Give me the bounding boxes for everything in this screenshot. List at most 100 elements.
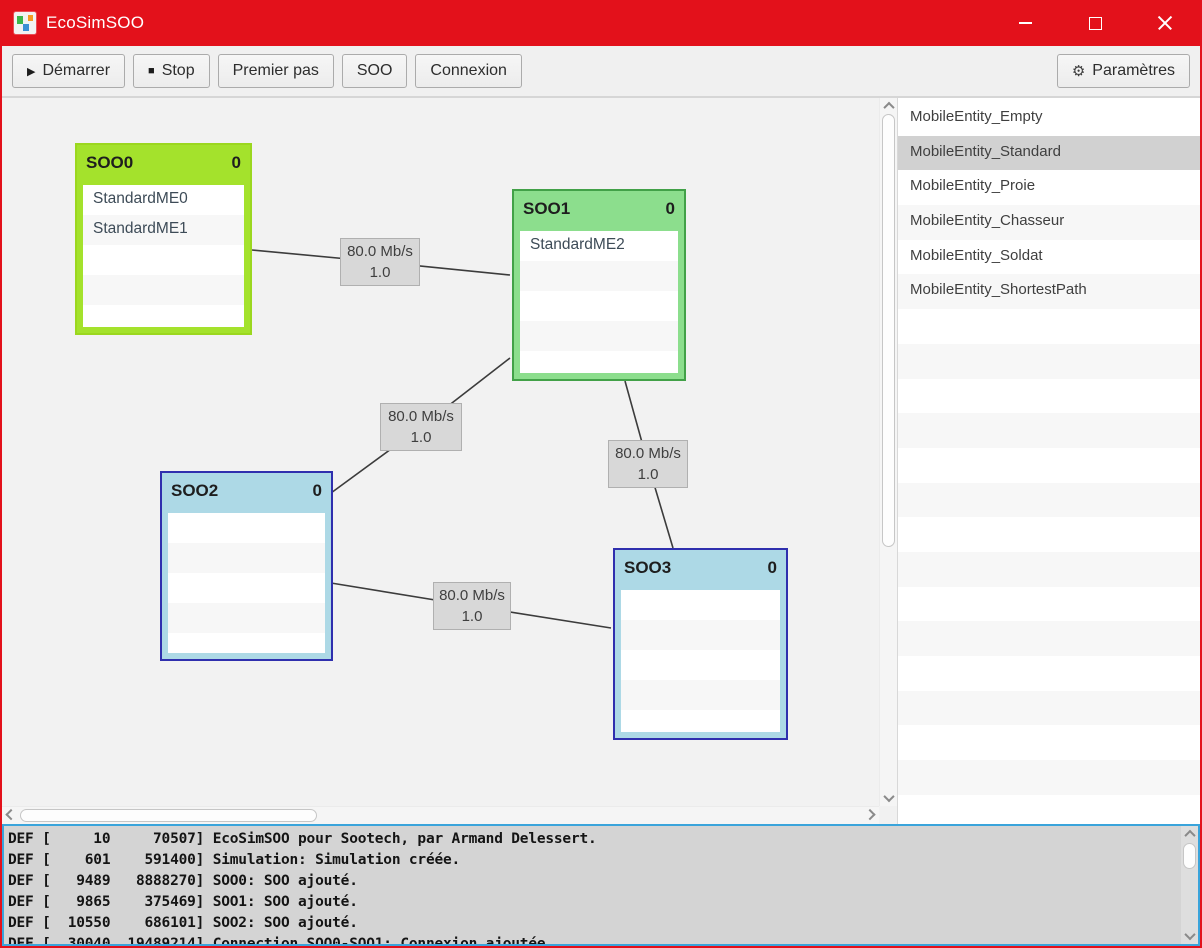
entity-list-item[interactable]: StandardME2: [530, 236, 625, 253]
vertical-scroll-thumb[interactable]: [882, 114, 895, 547]
node-soo3[interactable]: SOO3 0: [613, 548, 788, 740]
node-entity-list[interactable]: [621, 590, 780, 732]
minimize-button[interactable]: [990, 0, 1060, 46]
toolbar: ▶ Démarrer ■ Stop Premier pas SOO Connex…: [2, 46, 1200, 98]
sidebar-item-mobileentity-proie[interactable]: MobileEntity_Proie: [910, 177, 1036, 195]
connection-button-label: Connexion: [430, 62, 507, 79]
chevron-left-icon: [5, 808, 17, 821]
chevron-down-icon: [1183, 928, 1196, 941]
list-row-empty: [898, 656, 1200, 691]
sidebar-item-mobileentity-standard[interactable]: MobileEntity_Standard: [898, 135, 1200, 171]
canvas-column: 80.0 Mb/s 1.0 80.0 Mb/s 1.0 80.0 Mb/s 1.…: [2, 98, 897, 824]
list-row-empty: [898, 309, 1200, 344]
entity-list-item[interactable]: StandardME0: [93, 190, 188, 207]
list-row-empty: [898, 517, 1200, 552]
list-row-empty: [898, 621, 1200, 656]
gear-icon: ⚙: [1071, 63, 1086, 80]
log-line: DEF [ 601 591400] Simulation: Simulation…: [8, 852, 461, 868]
stop-button[interactable]: ■ Stop: [133, 54, 210, 88]
step-button[interactable]: Premier pas: [217, 54, 334, 88]
log-line: DEF [ 9489 8888270] SOO0: SOO ajouté.: [8, 873, 358, 889]
weight-value: 1.0: [369, 264, 391, 281]
chevron-up-icon: [883, 101, 895, 114]
list-row-empty: [898, 587, 1200, 622]
settings-button-label: Paramètres: [1092, 62, 1175, 79]
sidebar-item-mobileentity-shortestpath[interactable]: MobileEntity_ShortestPath: [898, 274, 1200, 310]
simulation-canvas[interactable]: 80.0 Mb/s 1.0 80.0 Mb/s 1.0 80.0 Mb/s 1.…: [2, 98, 879, 806]
node-header: SOO2 0: [162, 473, 331, 501]
soo-button[interactable]: SOO: [341, 54, 408, 88]
node-soo1[interactable]: SOO1 0 StandardME2: [512, 189, 686, 381]
titlebar: EcoSimSOO: [2, 0, 1200, 46]
sidebar-item-mobileentity-chasseur[interactable]: MobileEntity_Chasseur: [898, 205, 1200, 240]
entity-list-item[interactable]: StandardME1: [93, 220, 188, 237]
node-header: SOO1 0: [514, 191, 684, 219]
scroll-up-button[interactable]: [1181, 826, 1198, 842]
minimize-icon: [1018, 22, 1032, 24]
maximize-button[interactable]: [1060, 0, 1130, 46]
close-button[interactable]: [1130, 0, 1200, 46]
list-row-empty: [898, 343, 1200, 379]
connection-button[interactable]: Connexion: [415, 54, 522, 88]
scroll-left-button[interactable]: [2, 808, 20, 824]
list-row-empty: [898, 448, 1200, 483]
log-console[interactable]: DEF [ 10 70507] EcoSimSOO pour Sootech, …: [2, 824, 1200, 946]
node-title: SOO3: [624, 558, 672, 577]
node-title: SOO1: [523, 199, 571, 218]
node-count: 0: [231, 153, 241, 172]
node-header: SOO0 0: [77, 145, 250, 173]
node-soo2[interactable]: SOO2 0: [160, 471, 333, 661]
scroll-right-button[interactable]: [861, 808, 879, 824]
canvas-horizontal-scrollbar[interactable]: [2, 806, 879, 824]
maximize-icon: [1088, 16, 1102, 30]
stop-icon: ■: [148, 65, 155, 77]
chevron-up-icon: [1183, 829, 1196, 842]
sidebar-item-mobileentity-soldat[interactable]: MobileEntity_Soldat: [910, 246, 1043, 264]
log-line: DEF [ 10550 686101] SOO2: SOO ajouté.: [8, 915, 358, 931]
node-entity-list[interactable]: StandardME0 StandardME1: [83, 185, 244, 327]
node-title: SOO0: [86, 153, 134, 172]
scroll-down-button[interactable]: [880, 790, 898, 806]
node-count: 0: [312, 481, 322, 500]
window-controls: [990, 0, 1200, 46]
console-scroll-thumb[interactable]: [1183, 843, 1196, 869]
log-lines: DEF [ 10 70507] EcoSimSOO pour Sootech, …: [4, 826, 1198, 944]
bandwidth-value: 80.0 Mb/s: [615, 445, 681, 462]
scroll-up-button[interactable]: [880, 98, 898, 114]
connection-label-soo1-soo2[interactable]: 80.0 Mb/s 1.0: [380, 403, 462, 451]
connection-label-soo2-soo3[interactable]: 80.0 Mb/s 1.0: [433, 582, 511, 630]
canvas-row: 80.0 Mb/s 1.0 80.0 Mb/s 1.0 80.0 Mb/s 1.…: [2, 98, 897, 806]
node-count: 0: [767, 558, 777, 577]
horizontal-scroll-thumb[interactable]: [20, 809, 317, 822]
step-button-label: Premier pas: [232, 62, 319, 79]
canvas-vertical-scrollbar[interactable]: [879, 98, 897, 806]
settings-button[interactable]: ⚙ Paramètres: [1056, 54, 1190, 88]
list-row-empty: [898, 760, 1200, 795]
start-button[interactable]: ▶ Démarrer: [12, 54, 126, 88]
sidebar-item-mobileentity-empty[interactable]: MobileEntity_Empty: [910, 108, 1043, 125]
node-header: SOO3 0: [615, 550, 786, 578]
entity-type-list[interactable]: MobileEntity_Empty MobileEntity_Standard…: [897, 98, 1200, 824]
close-icon: [1157, 15, 1173, 31]
scrollbar-corner: [879, 806, 897, 824]
node-count: 0: [665, 199, 675, 218]
node-entity-list[interactable]: StandardME2: [520, 231, 678, 373]
node-soo0[interactable]: SOO0 0 StandardME0 StandardME1: [75, 143, 252, 335]
weight-value: 1.0: [461, 608, 483, 625]
list-row-empty: [898, 690, 1200, 726]
node-title: SOO2: [171, 481, 219, 500]
console-vertical-scrollbar[interactable]: [1181, 826, 1198, 944]
list-row-empty: [898, 482, 1200, 518]
connection-label-soo1-soo3[interactable]: 80.0 Mb/s 1.0: [608, 440, 688, 488]
connection-label-soo0-soo1[interactable]: 80.0 Mb/s 1.0: [340, 238, 420, 286]
list-row-empty: [898, 413, 1200, 448]
list-row-empty: [898, 725, 1200, 760]
weight-value: 1.0: [637, 466, 659, 483]
soo-button-label: SOO: [356, 62, 393, 79]
bandwidth-value: 80.0 Mb/s: [347, 243, 413, 260]
scroll-down-button[interactable]: [1181, 928, 1198, 944]
list-row-empty: [898, 551, 1200, 587]
list-row-empty: [898, 795, 1200, 824]
node-entity-list[interactable]: [168, 513, 325, 653]
